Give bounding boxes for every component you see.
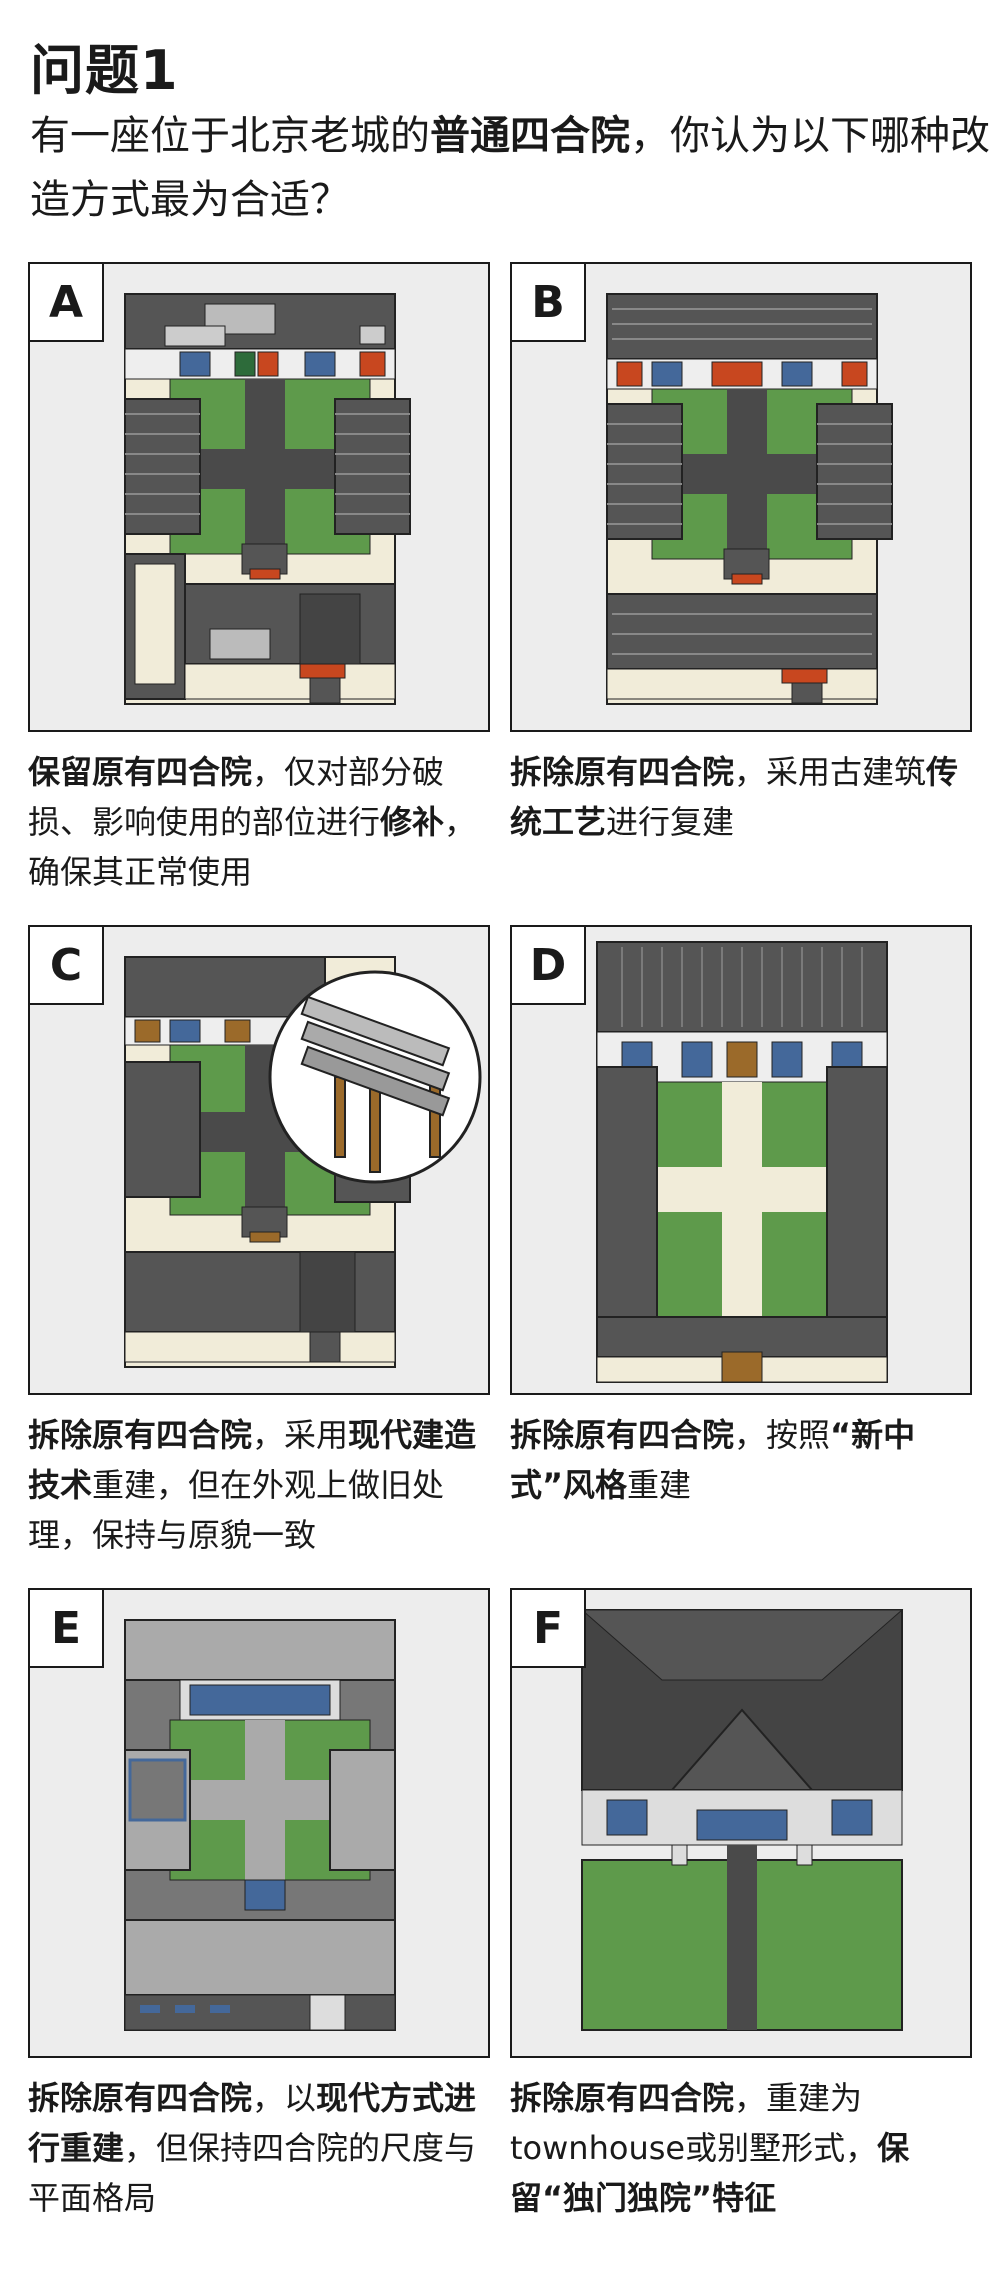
courtyard-modern-construction-illustration — [124, 956, 482, 1368]
townhouse-villa-illustration — [580, 1609, 904, 2031]
option-letter: C — [30, 927, 104, 1005]
option-e-caption: 拆除原有四合院，以现代方式进行重建，但保持四合院的尺度与平面格局 — [28, 2079, 477, 2217]
courtyard-new-chinese-style-illustration — [596, 941, 888, 1383]
option-d-card[interactable]: D — [510, 925, 972, 1395]
option-letter: D — [512, 927, 586, 1005]
question-title: 问题1 — [30, 39, 179, 102]
option-f-card[interactable]: F — [510, 1588, 972, 2058]
question-text: 有一座位于北京老城的普通四合院，你认为以下哪种改造方式最为合适？ — [30, 113, 990, 223]
option-e-card[interactable]: E — [28, 1588, 490, 2058]
option-letter: A — [30, 264, 104, 342]
option-a-caption: 保留原有四合院，仅对部分破损、影响使用的部位进行修补，确保其正常使用 — [28, 753, 477, 891]
option-b-card[interactable]: B — [510, 262, 972, 732]
option-a-card[interactable]: A — [28, 262, 490, 732]
option-c-card[interactable]: C — [28, 925, 490, 1395]
courtyard-rebuilt-traditional-illustration — [606, 293, 893, 705]
option-b-caption: 拆除原有四合院，采用古建筑传统工艺进行复建 — [510, 753, 959, 841]
option-letter: E — [30, 1590, 104, 1668]
courtyard-modern-plan-illustration — [124, 1619, 396, 2031]
courtyard-traditional-illustration — [124, 293, 411, 705]
option-c-caption: 拆除原有四合院，采用现代建造技术重建，但在外观上做旧处理，保持与原貌一致 — [28, 1416, 477, 1554]
option-d-caption: 拆除原有四合院，按照“新中式”风格重建 — [510, 1416, 916, 1504]
option-f-caption: 拆除原有四合院，重建为townhouse或别墅形式，保留“独门独院”特征 — [510, 2079, 910, 2217]
option-letter: F — [512, 1590, 586, 1668]
option-letter: B — [512, 264, 586, 342]
